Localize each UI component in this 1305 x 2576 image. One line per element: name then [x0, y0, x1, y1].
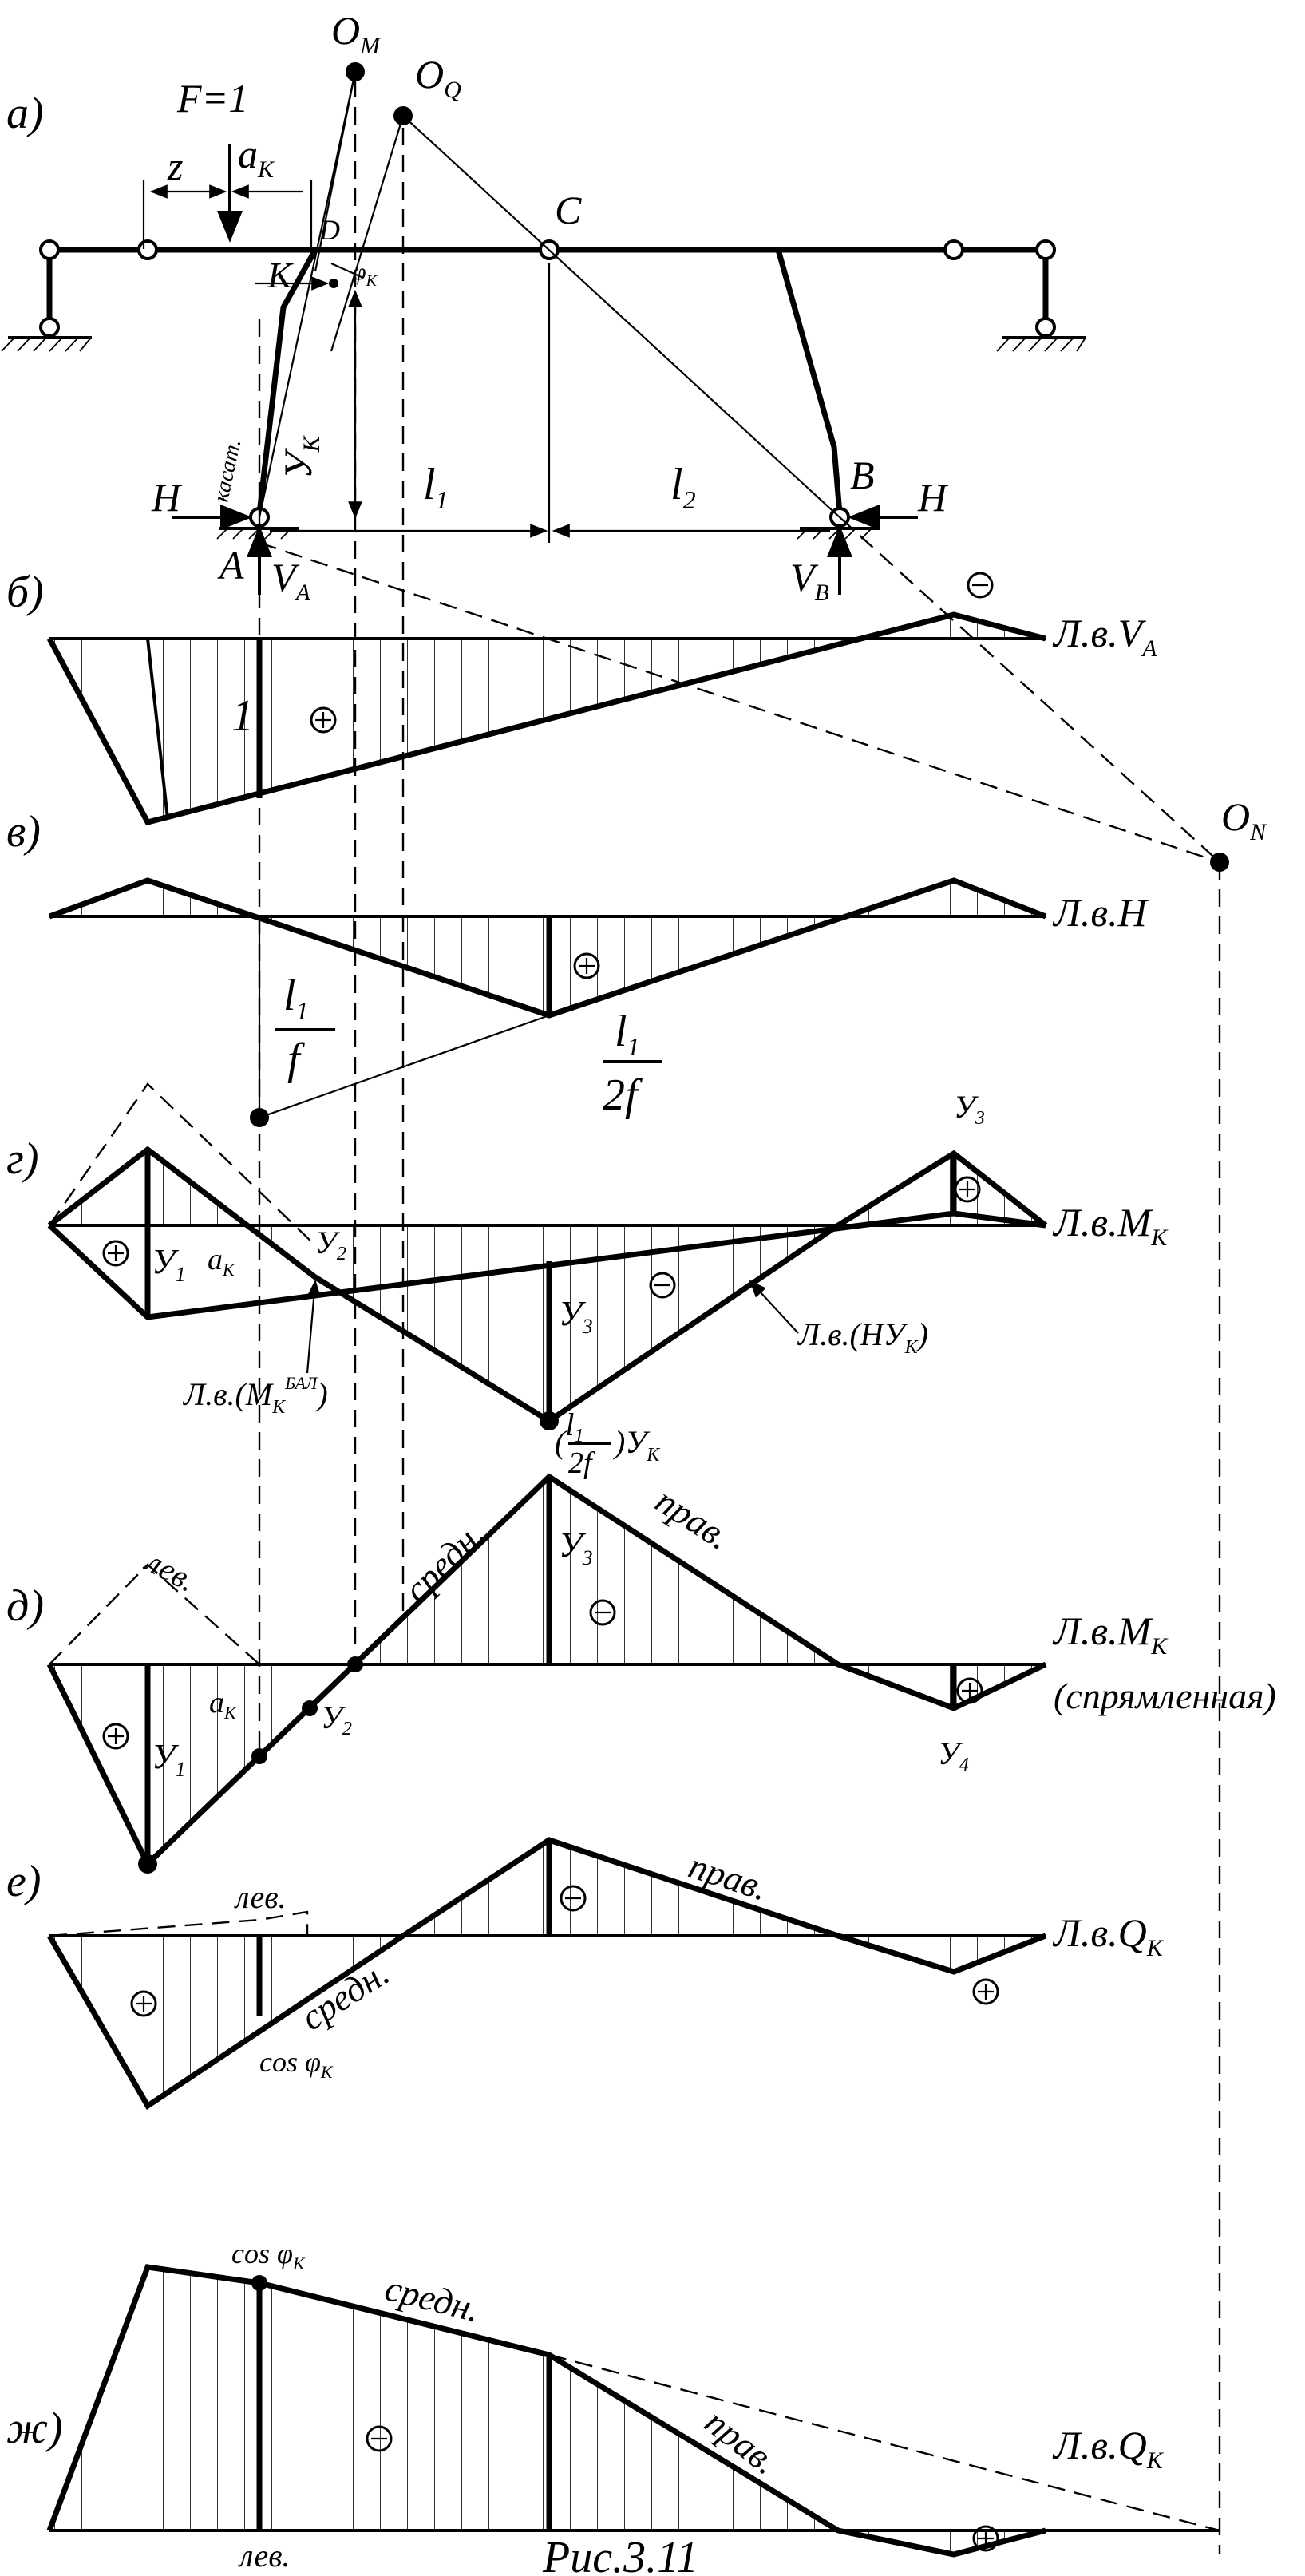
left-support-hinge-top — [39, 239, 60, 260]
svg-text:A: A — [217, 543, 244, 588]
svg-text:l1: l1 — [423, 460, 449, 514]
ray-om-tangent — [330, 262, 364, 279]
left-arch-leg — [256, 248, 318, 514]
label-influence-g: Л.в.MK — [1052, 1200, 1169, 1251]
svg-text:(l1: (l1 — [555, 1407, 583, 1460]
svg-text:aK: aK — [238, 132, 275, 183]
svg-text:VB: VB — [790, 555, 829, 606]
projection-lines — [258, 80, 1221, 2554]
right-arch-leg — [775, 249, 843, 514]
panel-label-d: д) — [6, 1581, 44, 1631]
point-om — [346, 62, 365, 81]
svg-text:2f: 2f — [603, 1070, 643, 1120]
svg-text:У3: У3 — [559, 1525, 593, 1569]
ray-a-om — [258, 71, 357, 518]
svg-text:aK: aK — [209, 1686, 237, 1723]
svg-text:VA: VA — [271, 555, 311, 606]
svg-text:)УK: )УK — [613, 1424, 661, 1466]
panel-label-v: в) — [6, 807, 41, 857]
panel-label-a: а) — [6, 89, 44, 138]
svg-text:УK: УK — [275, 434, 325, 479]
beam-hinge-left — [137, 239, 158, 260]
line-b — [46, 611, 1046, 826]
svg-text:C: C — [555, 188, 582, 232]
left-support-hinge-bottom — [39, 317, 60, 338]
panel-d-influence-mk-straightened: д) У1 aK У2 У3 У4 лев. средн. прав. Л.в.… — [6, 1473, 1276, 1874]
svg-text:OM: OM — [331, 8, 382, 59]
svg-text:cos φK: cos φK — [259, 2046, 334, 2082]
svg-text:OQ: OQ — [415, 52, 461, 103]
svg-text:z: z — [167, 144, 183, 188]
svg-text:l1: l1 — [615, 1007, 640, 1061]
point-k — [329, 279, 338, 288]
panel-v-influence-h: в) l1 f l1 2f Л.в.H — [6, 807, 1149, 1127]
svg-text:лев.: лев. — [238, 2538, 291, 2574]
figure-caption: Рис.3.11 — [542, 2533, 698, 2576]
svg-text:l2: l2 — [670, 460, 696, 514]
beam-hinge-right — [943, 239, 964, 260]
ray-oq-down — [330, 115, 405, 352]
svg-text:лев.: лев. — [234, 1879, 287, 1915]
point-on — [1210, 853, 1229, 872]
svg-text:У1: У1 — [152, 1737, 186, 1781]
svg-text:У1: У1 — [152, 1242, 186, 1286]
svg-text:У3: У3 — [559, 1294, 593, 1338]
panel-label-b: б) — [6, 568, 44, 617]
svg-text:У2: У2 — [315, 1225, 346, 1264]
svg-text:прав.: прав. — [649, 1480, 738, 1557]
ray-oq-b — [402, 115, 840, 518]
right-support-hinge-top — [1035, 239, 1056, 260]
label-influence-v: Л.в.H — [1052, 890, 1149, 935]
svg-text:B: B — [850, 453, 875, 497]
svg-text:Л.в.(MKБАЛ): Л.в.(MKБАЛ) — [182, 1373, 328, 1418]
panel-g-influence-mk: г) У1 aK У2 У3 У3 Л.в.(MKБАЛ) Л.в.(НУK) … — [6, 1082, 1169, 1480]
right-ground-hatching — [996, 337, 1086, 352]
svg-text:лев.: лев. — [139, 1542, 202, 1599]
label-influence-zh: Л.в.QK — [1052, 2423, 1165, 2474]
right-support-hinge-bottom — [1035, 317, 1056, 338]
label-influence-d: Л.в.MK — [1052, 1609, 1169, 1660]
svg-text:F=1: F=1 — [176, 76, 248, 121]
panel-label-e: е) — [6, 1857, 42, 1906]
sign-plus-b — [310, 706, 337, 734]
svg-text:φK: φK — [353, 259, 378, 290]
svg-text:(спрямленная): (спрямленная) — [1054, 1676, 1276, 1716]
panel-zh-influence-qk: ж) cos φK средн. прав. лев. Л.в.QK — [6, 2238, 1220, 2574]
svg-text:H: H — [151, 475, 183, 520]
svg-text:У4: У4 — [938, 1735, 969, 1775]
svg-text:f: f — [287, 1035, 306, 1084]
panel-a-structure: а) — [1, 8, 1086, 606]
svg-text:1: 1 — [231, 691, 254, 741]
svg-text:У3: У3 — [954, 1089, 985, 1129]
panel-label-zh: ж) — [6, 2404, 63, 2453]
sign-minus-b — [967, 572, 994, 599]
left-ground-hatching — [1, 337, 92, 352]
svg-text:D: D — [318, 214, 340, 246]
svg-text:aK: aK — [208, 1243, 235, 1280]
svg-text:H: H — [917, 475, 949, 520]
svg-text:касат.: касат. — [209, 437, 247, 504]
line-d — [46, 1473, 1047, 1869]
svg-text:У2: У2 — [321, 1700, 352, 1739]
svg-text:2f: 2f — [568, 1446, 595, 1480]
panel-b-influence-va: б) 1 Л.в.VA ON — [6, 568, 1267, 872]
svg-text:cos φK: cos φK — [231, 2238, 306, 2273]
ray-om-k — [314, 71, 357, 272]
panel-label-g: г) — [6, 1134, 39, 1184]
svg-text:K: K — [267, 255, 294, 295]
label-influence-e: Л.в.QK — [1052, 1910, 1165, 1961]
point-oq — [393, 106, 413, 125]
svg-text:l1: l1 — [283, 971, 309, 1025]
label-influence-b: Л.в.VA — [1052, 611, 1157, 662]
panel-e-influence-qk: е) лев. средн. прав. cos φK Л.в.QK — [6, 1837, 1165, 2110]
svg-text:ON: ON — [1221, 794, 1267, 845]
svg-text:Л.в.(НУK): Л.в.(НУK) — [797, 1316, 928, 1358]
